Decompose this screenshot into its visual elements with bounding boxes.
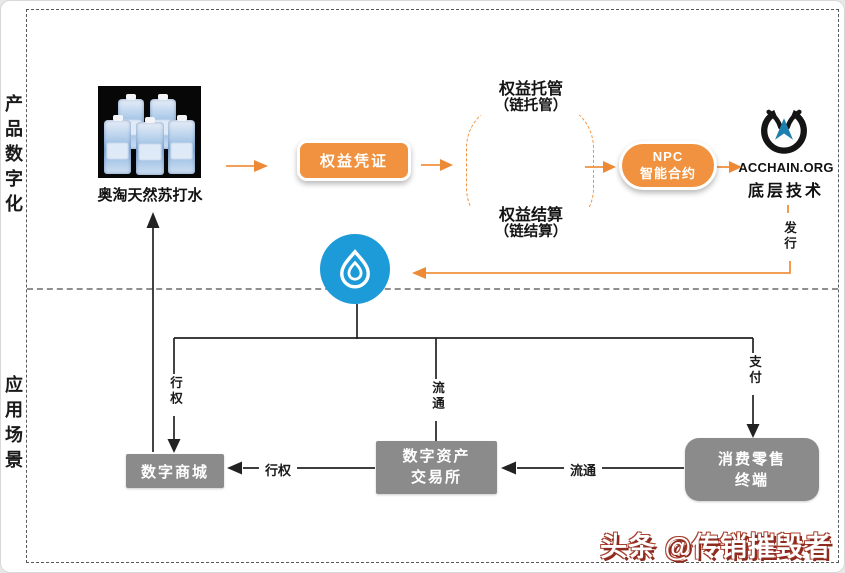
- rights-certificate-label: 权益凭证: [319, 153, 388, 170]
- watermark-text: 头条 @传销摧毁者: [600, 532, 832, 562]
- npc-line1: NPC: [652, 149, 684, 165]
- rights-custody-label: 权益托管 （链托管）: [463, 81, 599, 115]
- section-label-product-digitization: 产品数字化: [3, 94, 23, 219]
- exchange-line1: 数字资产: [402, 448, 471, 466]
- exercise-label-horizontal: 行权: [259, 460, 298, 479]
- water-bottle: [136, 122, 164, 175]
- digital-mall-node: 数字商城: [126, 454, 224, 488]
- section-label-application-scenario: 应用场景: [3, 375, 23, 475]
- circulate-label-vertical: 流通: [428, 379, 447, 421]
- rights-certificate-node: 权益凭证: [297, 140, 411, 181]
- issue-label: 发行: [780, 219, 799, 261]
- product-caption: 奥淘天然苏打水: [97, 188, 203, 204]
- water-bottle: [104, 120, 131, 174]
- rights-settlement-line2: （链结算）: [494, 224, 568, 240]
- exercise-label-vertical: 行权: [166, 374, 185, 416]
- rights-custody-line1: 权益托管: [498, 81, 563, 98]
- digital-mall-label: 数字商城: [140, 463, 209, 481]
- black-wires: [152, 227, 754, 469]
- orange-arrowheads: [254, 159, 742, 279]
- token-logo: [320, 234, 390, 304]
- rights-settlement-line1: 权益结算: [498, 207, 563, 224]
- orange-wires: [226, 164, 791, 274]
- exchange-line2: 交易所: [410, 468, 462, 486]
- water-drop-icon: [340, 249, 370, 289]
- acchain-logo-icon: [761, 102, 807, 154]
- rights-settlement-label: 权益结算 （链结算）: [463, 207, 599, 241]
- section-divider: [27, 288, 838, 290]
- pay-label-vertical: 支付: [745, 353, 764, 395]
- digital-asset-exchange-node: 数字资产 交易所: [376, 441, 497, 494]
- npc-line2: 智能合约: [639, 165, 696, 181]
- product-photo: [98, 86, 201, 178]
- black-arrowheads: [146, 212, 760, 475]
- retail-terminal-node: 消费零售 终端: [685, 438, 819, 501]
- acchain-subtitle: 底层技术: [747, 183, 824, 200]
- acchain-title: ACCHAIN.ORG: [738, 160, 834, 175]
- terminal-line1: 消费零售: [717, 450, 786, 468]
- circulate-label-horizontal: 流通: [564, 460, 603, 479]
- rights-custody-line2: （链托管）: [494, 98, 568, 114]
- water-bottle: [168, 120, 195, 174]
- terminal-line2: 终端: [734, 471, 769, 489]
- npc-smart-contract-node: NPC 智能合约: [619, 141, 717, 190]
